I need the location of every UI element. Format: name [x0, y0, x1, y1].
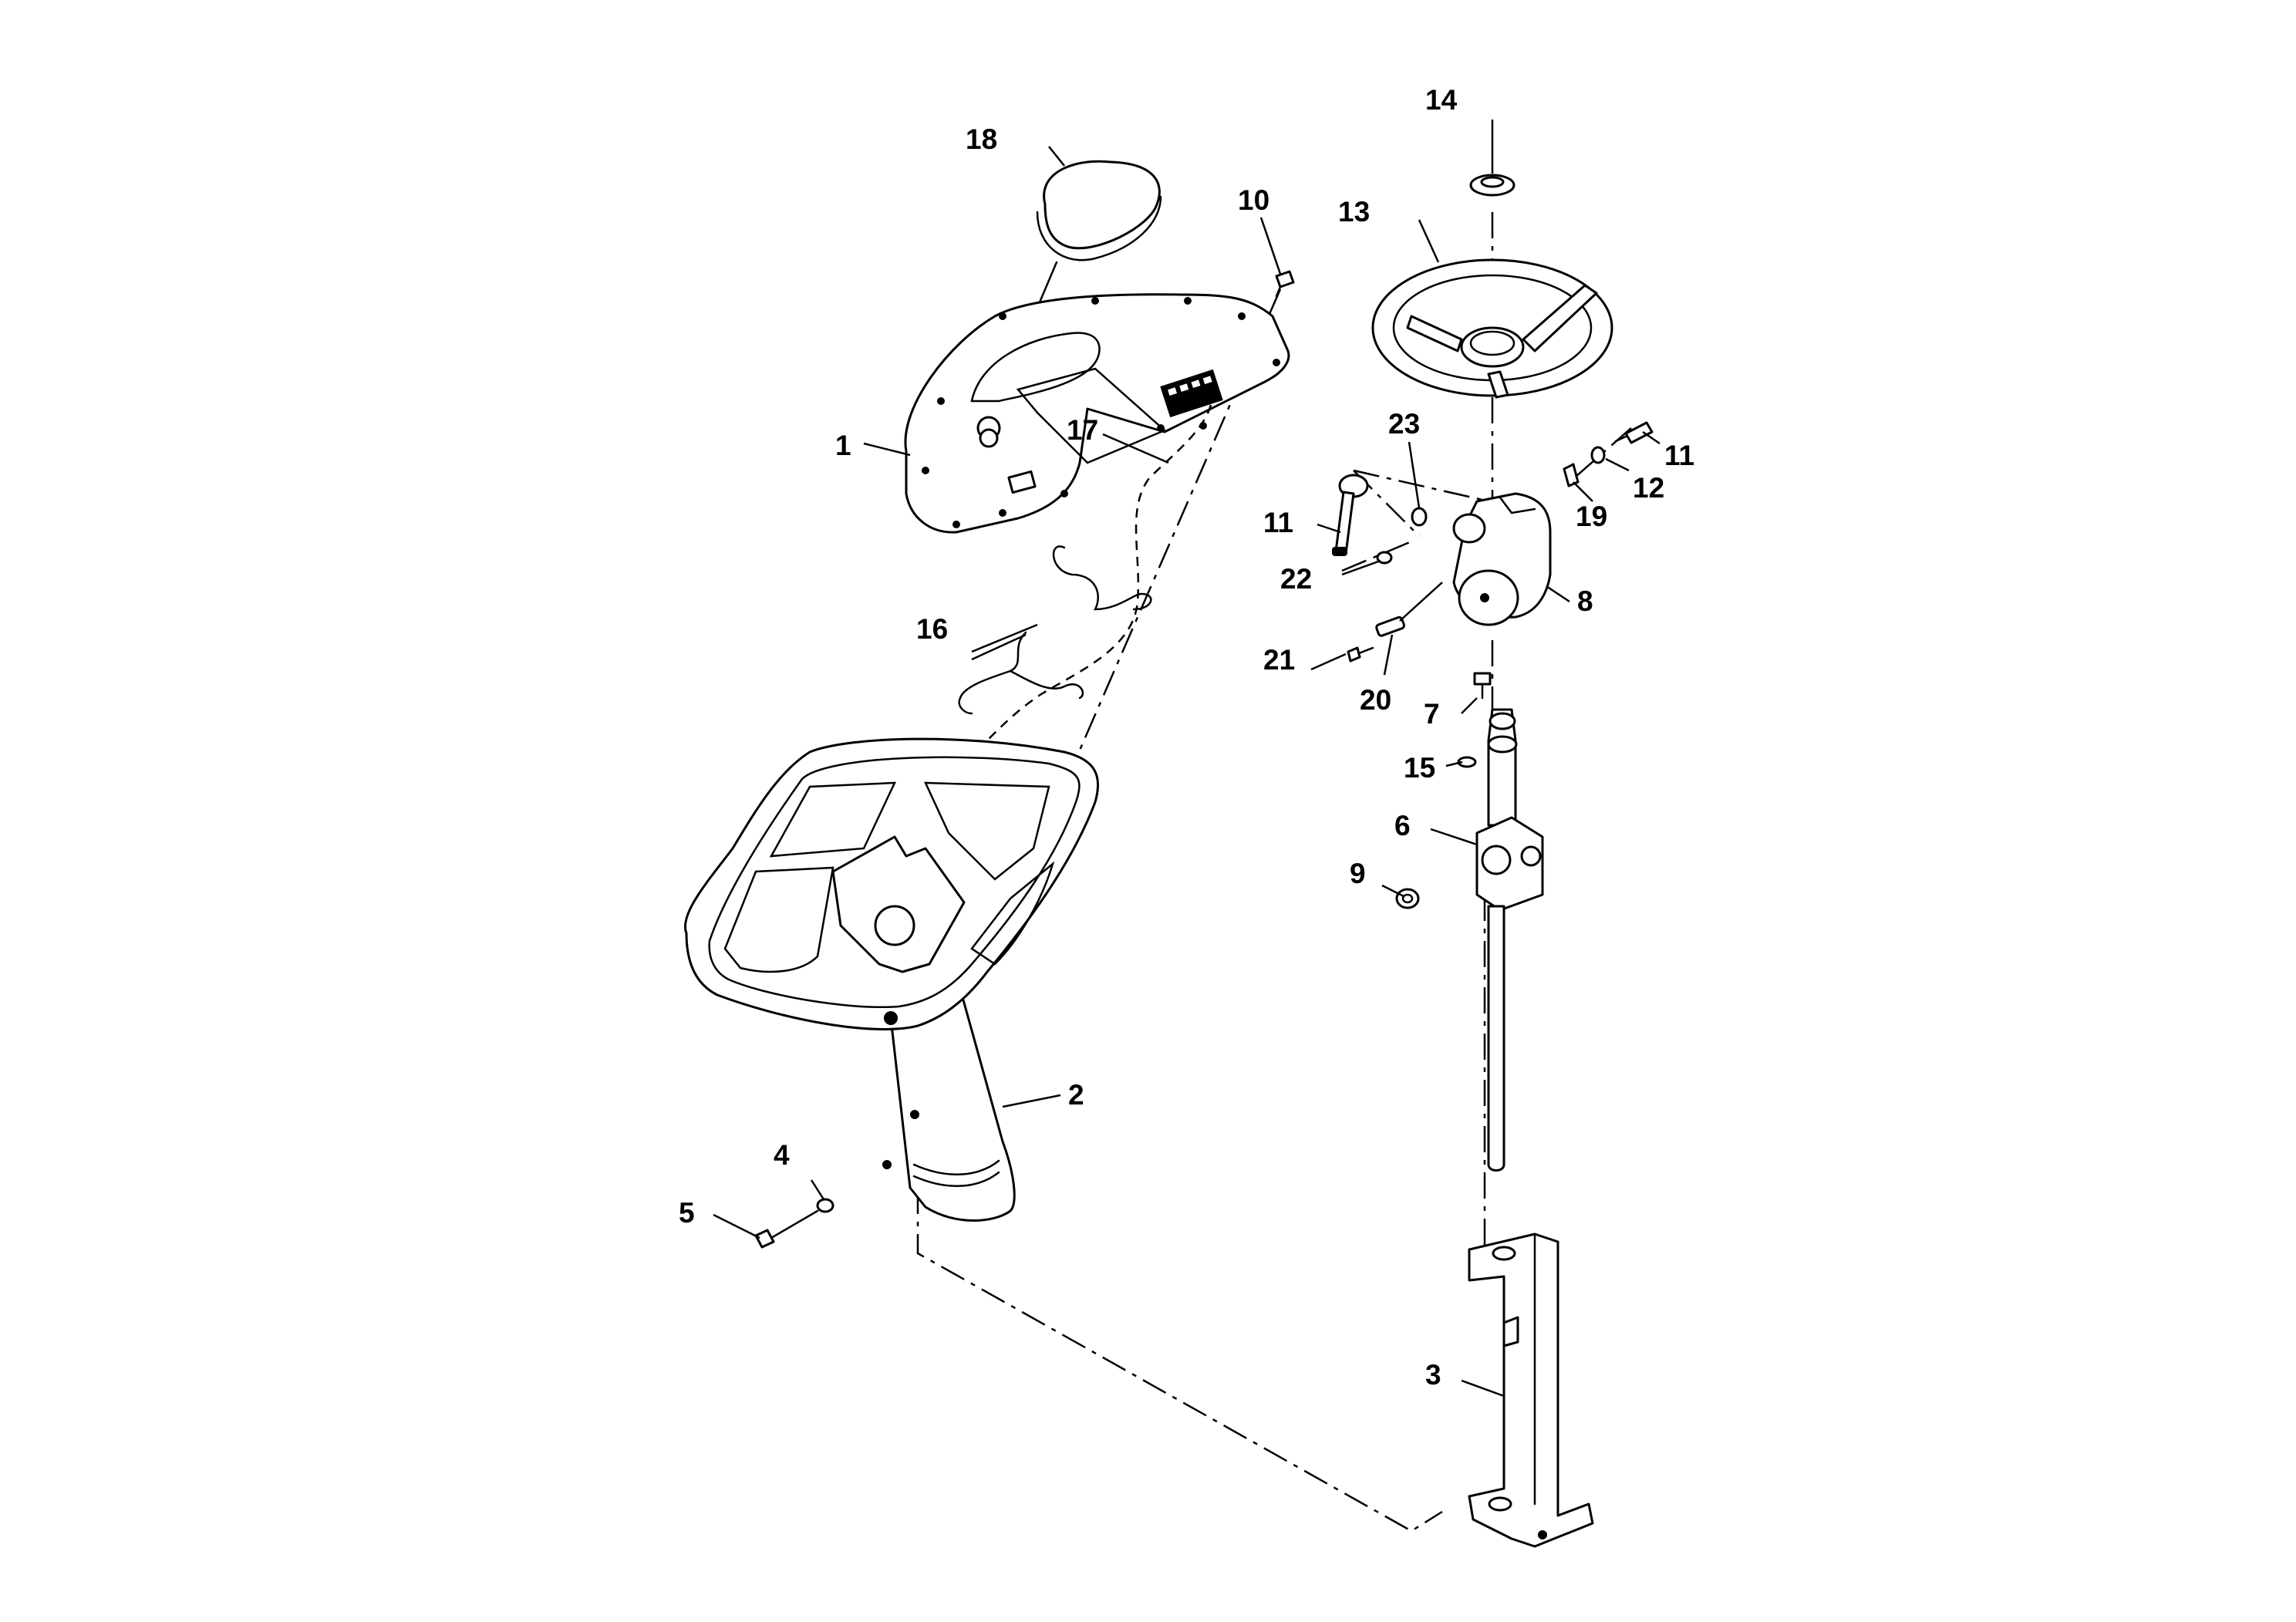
- callout-16: 16: [916, 613, 948, 645]
- callout-2: 2: [1068, 1079, 1084, 1111]
- part-1-dash-panel: [904, 293, 1290, 534]
- part-16-cables: [958, 545, 1152, 715]
- leader-lines: [713, 120, 1660, 1398]
- part-4-washer: [816, 1198, 834, 1213]
- part-21-screw: [1347, 646, 1374, 663]
- callout-9: 9: [1350, 858, 1366, 889]
- callout-4: 4: [774, 1139, 790, 1171]
- callout-labels: 1 2 3 4 5 6 7 8 9 10 11 11 12 13 14 15 1…: [679, 84, 1694, 1391]
- callout-3: 3: [1425, 1359, 1441, 1391]
- part-13-steering-wheel: [1371, 258, 1613, 399]
- callout-8: 8: [1577, 585, 1593, 617]
- callout-18: 18: [966, 123, 997, 155]
- callout-10: 10: [1238, 184, 1269, 216]
- part-10-screw: [1275, 270, 1295, 298]
- part-6-column: [1475, 708, 1544, 1172]
- callout-11-left: 11: [1263, 507, 1293, 538]
- callout-1: 1: [835, 430, 851, 461]
- callout-19: 19: [1576, 501, 1607, 532]
- callout-12: 12: [1633, 472, 1664, 504]
- callout-20: 20: [1360, 684, 1391, 716]
- part-23-bushing: [1411, 507, 1428, 527]
- part-22-washer: [1376, 551, 1393, 565]
- part-2-console: [684, 737, 1100, 1222]
- part-20-pin: [1375, 582, 1443, 637]
- callout-22: 22: [1280, 563, 1312, 595]
- callout-5: 5: [679, 1197, 695, 1229]
- callout-14: 14: [1425, 84, 1458, 116]
- part-9-nut: [1395, 888, 1420, 909]
- callout-11-right: 11: [1664, 440, 1694, 471]
- part-19-switch: [1563, 463, 1580, 487]
- callout-6: 6: [1394, 810, 1411, 841]
- part-8-column-housing: [1452, 492, 1552, 626]
- callout-13: 13: [1338, 196, 1370, 228]
- callout-15: 15: [1404, 752, 1435, 784]
- part-5-screw: [754, 1209, 819, 1249]
- part-11-key-right: [1614, 421, 1654, 444]
- part-3-bracket: [1468, 1233, 1594, 1548]
- callout-23: 23: [1388, 408, 1420, 440]
- part-12-nut: [1590, 446, 1606, 464]
- part-17-harness: [986, 404, 1212, 741]
- part-11-lever: [1332, 474, 1369, 556]
- part-7-bolt: [1473, 672, 1492, 700]
- callout-7: 7: [1424, 698, 1440, 730]
- callout-21: 21: [1263, 644, 1295, 676]
- part-14-cap: [1469, 174, 1515, 197]
- callout-17: 17: [1067, 414, 1098, 446]
